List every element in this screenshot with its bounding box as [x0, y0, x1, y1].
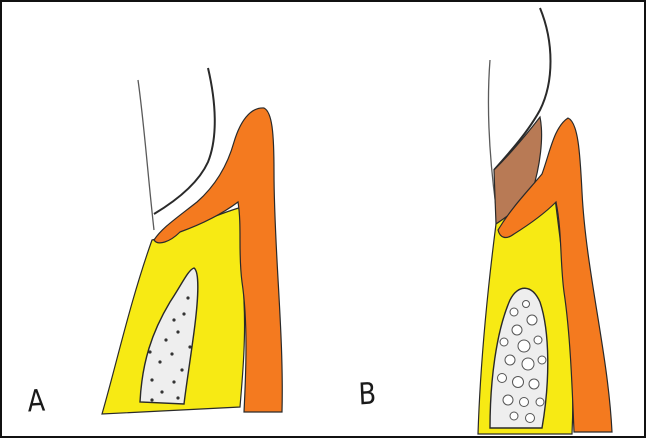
- panel-a-tooth-line-left: [138, 80, 154, 230]
- panel-a-tooth-line-right: [154, 68, 215, 214]
- panel-b-label: B: [358, 379, 377, 410]
- panel-a-label: A: [27, 386, 46, 417]
- panel-a-drawing: [102, 68, 282, 414]
- panel-b-drawing: [478, 8, 612, 434]
